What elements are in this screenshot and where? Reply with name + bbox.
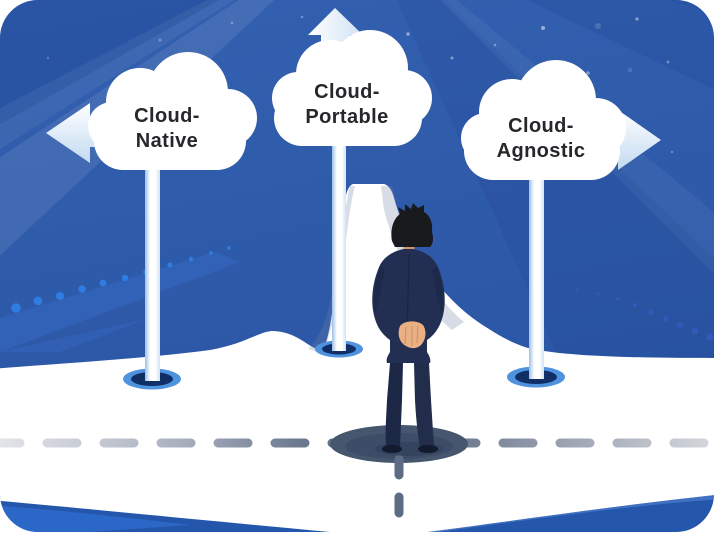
businessman-jacket-shade-right (432, 266, 443, 314)
businessman-shoe-right (418, 445, 438, 453)
businessman-shoe-left (382, 445, 402, 453)
cloud-shape (272, 30, 432, 146)
dotted-arc-left (11, 246, 231, 313)
signpost-label-line2: Agnostic (497, 140, 586, 162)
signpost-label-line2: Native (136, 130, 198, 152)
signpost-label-line1: Cloud- (134, 105, 200, 127)
businessman-finger-lines (404, 325, 419, 346)
signpost-cloud-agnostic: Cloud- Agnostic (461, 60, 661, 180)
arrow-left-icon (46, 103, 130, 163)
signpost-label-line2: Portable (305, 106, 388, 128)
bottom-road-edge-right (428, 494, 714, 532)
businessman-figure (372, 203, 445, 453)
signpost-label-line1: Cloud- (508, 115, 574, 137)
businessman-hair (391, 203, 434, 247)
dotted-arc-right (575, 288, 714, 341)
businessman-jacket (372, 249, 445, 363)
signpost-label-line1: Cloud- (314, 81, 380, 103)
signpost-poles (145, 140, 544, 381)
cloud-shape (461, 60, 626, 180)
businessman-leg-right (414, 363, 434, 447)
businessman-jacket-shade-left (374, 266, 385, 314)
signpost-cloud-native: Cloud- Native (46, 52, 257, 170)
ground (0, 184, 714, 532)
cloud-shape (88, 52, 257, 170)
bottom-road-edge-left (0, 500, 330, 532)
businessman-leg-left (385, 363, 403, 447)
signpost-cloud-portable: Cloud- Portable (272, 8, 432, 146)
